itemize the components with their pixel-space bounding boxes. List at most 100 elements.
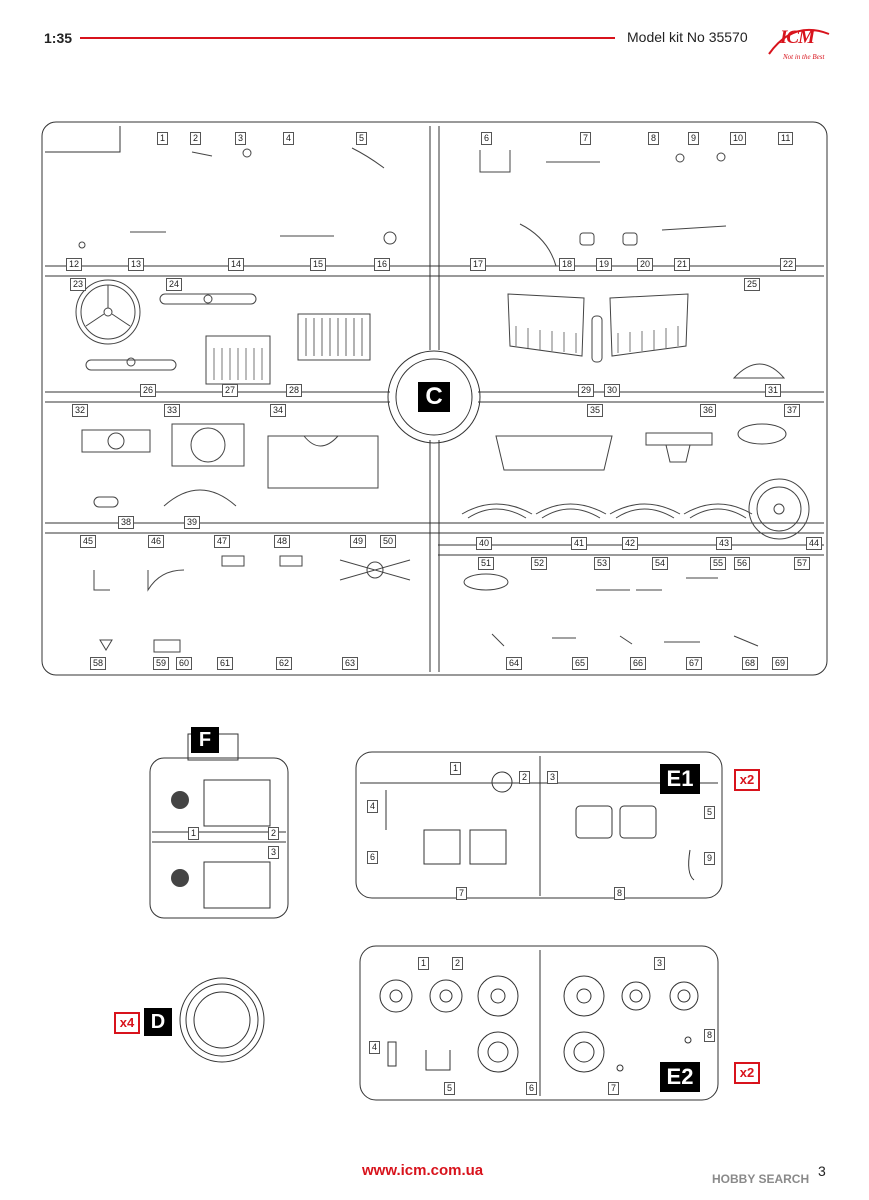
part-number-label: 2: [190, 132, 202, 145]
part-number-label: 39: [184, 516, 201, 529]
part-number-label: 24: [166, 278, 183, 291]
part-number-label: 45: [80, 535, 97, 548]
part-number-label: 6: [526, 1082, 538, 1095]
icm-logo: ICM Not in the Best: [763, 24, 833, 68]
part-number-label: 25: [744, 278, 761, 291]
part-number-label: 68: [742, 657, 759, 670]
part-number-label: 58: [90, 657, 107, 670]
part-number-label: 43: [716, 537, 733, 550]
part-number-label: 47: [214, 535, 231, 548]
part-number-label: 22: [780, 258, 797, 271]
part-number-label: 67: [686, 657, 703, 670]
kit-number: Model kit No 35570: [627, 29, 748, 45]
part-number-label: 16: [374, 258, 391, 271]
sprue-e1-id: E1: [660, 764, 700, 794]
part-number-label: 19: [596, 258, 613, 271]
part-number-label: 37: [784, 404, 801, 417]
part-number-label: 21: [674, 258, 691, 271]
part-number-label: 29: [578, 384, 595, 397]
part-number-label: 4: [367, 800, 379, 813]
sprue-e2-id: E2: [660, 1062, 700, 1092]
part-number-label: 7: [456, 887, 468, 900]
part-number-label: 4: [283, 132, 295, 145]
part-number-label: 27: [222, 384, 239, 397]
part-number-label: 7: [580, 132, 592, 145]
part-number-label: 44: [806, 537, 823, 550]
part-number-label: 5: [356, 132, 368, 145]
part-number-label: 41: [571, 537, 588, 550]
part-number-label: 6: [481, 132, 493, 145]
part-number-label: 28: [286, 384, 303, 397]
part-number-label: 14: [228, 258, 245, 271]
part-number-label: 18: [559, 258, 576, 271]
part-number-label: 10: [730, 132, 747, 145]
part-number-label: 40: [476, 537, 493, 550]
part-number-label: 35: [587, 404, 604, 417]
scale-label: 1:35: [44, 30, 73, 46]
part-number-label: 52: [531, 557, 548, 570]
part-number-label: 3: [235, 132, 247, 145]
part-number-label: 3: [547, 771, 559, 784]
part-number-label: 12: [66, 258, 83, 271]
tire-d: [179, 977, 265, 1063]
part-number-label: 59: [153, 657, 170, 670]
part-number-label: 11: [778, 132, 794, 145]
sprue-c-frame: [41, 121, 828, 676]
part-number-label: 50: [380, 535, 397, 548]
part-number-label: 51: [478, 557, 495, 570]
part-number-label: 6: [367, 851, 379, 864]
part-number-label: 7: [608, 1082, 620, 1095]
part-number-label: 2: [452, 957, 464, 970]
e1-multiplier: x2: [734, 769, 760, 791]
part-number-label: 17: [470, 258, 487, 271]
part-number-label: 54: [652, 557, 669, 570]
part-number-label: 53: [594, 557, 611, 570]
part-number-label: 3: [654, 957, 666, 970]
part-number-label: 1: [418, 957, 430, 970]
part-number-label: 30: [604, 384, 621, 397]
part-number-label: 33: [164, 404, 181, 417]
part-number-label: 1: [450, 762, 462, 775]
website-link[interactable]: www.icm.com.ua: [362, 1162, 484, 1179]
part-number-label: 4: [369, 1041, 381, 1054]
part-number-label: 8: [614, 887, 626, 900]
part-number-label: 61: [217, 657, 234, 670]
part-number-label: 8: [704, 1029, 716, 1042]
part-number-label: 49: [350, 535, 367, 548]
part-number-label: 42: [622, 537, 639, 550]
part-number-label: 1: [157, 132, 169, 145]
part-number-label: 62: [276, 657, 293, 670]
part-number-label: 36: [700, 404, 717, 417]
watermark: HOBBY SEARCH: [712, 1172, 810, 1186]
part-number-label: 55: [710, 557, 727, 570]
part-number-label: 34: [270, 404, 287, 417]
logo-slogan: Not in the Best: [783, 53, 825, 61]
logo-text: ICM: [780, 27, 815, 48]
part-number-label: 9: [704, 852, 716, 865]
part-number-label: 13: [128, 258, 145, 271]
part-number-label: 64: [506, 657, 523, 670]
part-number-label: 20: [637, 258, 654, 271]
part-number-label: 32: [72, 404, 89, 417]
page-number: 3: [818, 1163, 826, 1179]
part-number-label: 23: [70, 278, 87, 291]
part-number-label: 8: [648, 132, 660, 145]
part-number-label: 63: [342, 657, 359, 670]
sprue-f-frame: [149, 757, 289, 919]
part-number-label: 31: [765, 384, 782, 397]
part-number-label: 60: [176, 657, 193, 670]
part-number-label: 3: [268, 846, 280, 859]
part-number-label: 2: [519, 771, 531, 784]
part-number-label: 5: [444, 1082, 456, 1095]
part-number-label: 69: [772, 657, 789, 670]
sprue-c-id: C: [418, 382, 450, 412]
sprue-e2-frame: [359, 945, 719, 1101]
sprue-e1-frame: [355, 751, 723, 899]
part-number-label: 56: [734, 557, 751, 570]
part-number-label: 26: [140, 384, 157, 397]
d-multiplier: x4: [114, 1012, 140, 1034]
part-number-label: 1: [188, 827, 200, 840]
part-number-label: 15: [310, 258, 327, 271]
part-number-label: 5: [704, 806, 716, 819]
header-rule: [80, 37, 615, 39]
